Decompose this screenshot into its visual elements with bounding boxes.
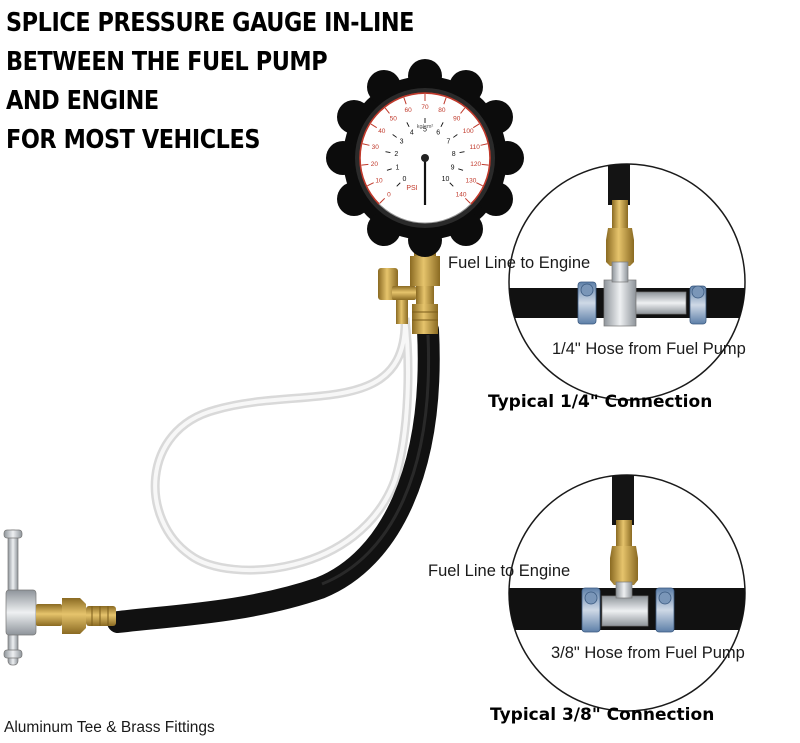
outer-scale-label: 0 — [387, 191, 391, 198]
outer-tick — [476, 182, 483, 187]
aluminum-tee — [3, 529, 37, 666]
outer-scale-label: 50 — [390, 115, 398, 122]
inner-tick — [458, 168, 464, 171]
outer-tick — [460, 107, 466, 114]
top-detail-view — [508, 163, 746, 401]
gauge-unit-kg: kg/cm² — [417, 124, 434, 130]
headline-line-3: AND ENGINE — [6, 86, 159, 116]
outer-tick — [443, 97, 447, 105]
inner-tick — [396, 182, 401, 187]
outer-scale-label: 10 — [375, 177, 383, 184]
bottom-detail-view — [508, 474, 746, 712]
inner-scale-label: 9 — [451, 164, 455, 171]
outer-tick — [367, 182, 374, 187]
outer-tick — [361, 163, 369, 166]
inner-tick — [440, 122, 444, 128]
outer-tick — [379, 197, 386, 204]
outer-scale-label: 90 — [453, 115, 461, 122]
inner-tick — [385, 151, 391, 153]
inner-scale-label: 7 — [447, 138, 451, 145]
inner-scale-label: 6 — [436, 130, 440, 137]
outer-tick — [362, 143, 370, 146]
outer-scale-label: 60 — [405, 107, 413, 114]
headline-line-1: SPLICE PRESSURE GAUGE IN-LINE — [6, 8, 414, 38]
inner-tick — [392, 134, 397, 138]
top-label-engine: Fuel Line to Engine — [448, 254, 591, 272]
outer-tick — [464, 197, 471, 204]
inner-tick — [406, 122, 410, 128]
inner-scale-label: 10 — [442, 176, 450, 183]
outer-scale-label: 140 — [456, 191, 467, 198]
outer-tick — [481, 163, 489, 166]
inner-scale-label: 4 — [410, 130, 414, 137]
gauge-unit-psi: PSI — [406, 185, 417, 192]
tee-label: Aluminum Tee & Brass Fittings — [4, 719, 215, 736]
headline-line-4: FOR MOST VEHICLES — [6, 125, 261, 155]
vacuum-nipple-fitting — [378, 268, 416, 324]
inner-scale-label: 0 — [403, 176, 407, 183]
outer-scale-label: 40 — [378, 128, 386, 135]
inner-tick — [386, 168, 392, 171]
outer-tick — [384, 107, 390, 114]
inner-tick — [453, 134, 458, 138]
top-caption: Typical 1/4" Connection — [488, 392, 713, 412]
inner-scale-label: 5 — [423, 126, 427, 133]
outer-tick — [370, 123, 378, 129]
outer-scale-label: 30 — [372, 144, 380, 151]
outer-scale-label: 120 — [470, 161, 481, 168]
inner-scale-label: 3 — [400, 138, 404, 145]
outer-scale-label: 110 — [470, 144, 481, 151]
top-label-pump: 1/4" Hose from Fuel Pump — [552, 340, 746, 358]
bottom-label-engine: Fuel Line to Engine — [428, 562, 571, 580]
headline: SPLICE PRESSURE GAUGE IN-LINE BETWEEN TH… — [6, 4, 414, 160]
outer-tick — [472, 123, 480, 129]
inner-tick — [459, 151, 465, 153]
bottom-label-pump: 3/8" Hose from Fuel Pump — [551, 644, 745, 662]
outer-scale-label: 20 — [371, 161, 379, 168]
outer-scale-label: 70 — [421, 104, 429, 111]
outer-scale-label: 100 — [463, 128, 474, 135]
inner-tick — [449, 182, 454, 187]
outer-tick — [403, 97, 407, 105]
brass-fittings — [36, 598, 116, 634]
clear-hose — [150, 317, 413, 575]
outer-scale-label: 80 — [438, 107, 446, 114]
headline-line-2: BETWEEN THE FUEL PUMP — [6, 47, 328, 77]
bottom-caption: Typical 3/8" Connection — [490, 705, 715, 725]
inner-scale-label: 8 — [452, 151, 456, 158]
inner-scale-label: 1 — [395, 164, 399, 171]
outer-scale-label: 130 — [466, 177, 477, 184]
inner-scale-label: 2 — [394, 151, 398, 158]
outer-tick — [480, 143, 488, 146]
